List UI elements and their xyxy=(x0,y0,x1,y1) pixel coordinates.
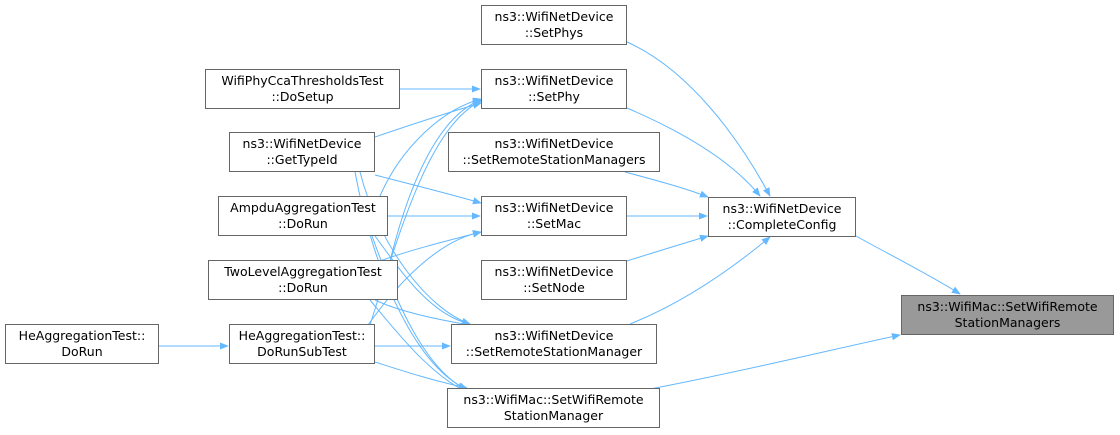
node-label-line1: ns3::WifiNetDevice xyxy=(722,201,842,216)
node-wifinetdevice-setremotestationmanager[interactable]: ns3::WifiNetDevice ::SetRemoteStationMan… xyxy=(451,324,657,364)
edge-twolevel-to-setphy xyxy=(389,99,482,262)
node-wifimac-setwifiremotestationmanagers[interactable]: ns3::WifiMac::SetWifiRemote StationManag… xyxy=(901,295,1114,335)
node-label-line2: ::DoRun xyxy=(278,280,328,295)
node-label-line2: ::SetMac xyxy=(526,216,582,231)
edge-macsetwifiremotestationmanager-to-focus xyxy=(649,333,901,390)
node-wifinetdevice-gettypeid[interactable]: ns3::WifiNetDevice ::GetTypeId xyxy=(229,132,375,172)
node-label-line1: ns3::WifiNetDevice xyxy=(494,9,614,24)
edge-hesubtest-to-setmac xyxy=(367,230,482,326)
node-ampduaggregationtest-dorun[interactable]: AmpduAggregationTest ::DoRun xyxy=(218,196,388,236)
node-label-line2: ::SetRemoteStationManager xyxy=(465,344,643,359)
edge-gettypeid-to-setmac xyxy=(374,174,482,205)
edge-setphy-to-completeconfig xyxy=(626,107,761,197)
node-label-line1: ns3::WifiNetDevice xyxy=(494,264,614,279)
node-label-line1: WifiPhyCcaThresholdsTest xyxy=(221,73,384,88)
edge-setnode-to-completeconfig xyxy=(626,234,709,262)
node-label-line2: ::SetPhy xyxy=(528,89,580,104)
edge-ampdu-to-setphy xyxy=(379,97,482,197)
node-label-line2: ::DoSetup xyxy=(271,89,334,104)
edge-gettypeid-to-setphy xyxy=(374,101,482,138)
node-wifinetdevice-setphy[interactable]: ns3::WifiNetDevice ::SetPhy xyxy=(481,69,627,109)
node-label-line1: ns3::WifiNetDevice xyxy=(494,200,614,215)
node-wifimac-setwifiremotestationmanager[interactable]: ns3::WifiMac::SetWifiRemote StationManag… xyxy=(447,388,660,428)
node-label-line2: ::GetTypeId xyxy=(266,152,338,167)
node-label-line1: ns3::WifiNetDevice xyxy=(494,328,614,343)
node-label-line2: ::CompleteConfig xyxy=(727,217,837,232)
node-label-line1: ns3::WifiNetDevice xyxy=(494,136,614,151)
edge-ampdu-to-setremotestationmanager xyxy=(374,235,471,326)
node-label-line1: ns3::WifiNetDevice xyxy=(242,136,362,151)
edge-hesubtest-to-macsetwifiremotestationmanager xyxy=(374,361,468,390)
edge-setphys-to-completeconfig xyxy=(626,41,771,197)
node-label-line2: ::DoRun xyxy=(278,216,328,231)
edge-setremotestationmanagers-to-completeconfig xyxy=(624,171,709,198)
node-label-line2: DoRun xyxy=(61,344,103,359)
edge-completeconfig-to-focus xyxy=(855,235,961,295)
edge-twolevel-to-setremotestationmanager xyxy=(374,299,471,328)
node-label-line2: ::SetNode xyxy=(523,280,585,295)
node-label-line2: ::SetPhys xyxy=(524,25,584,40)
node-wifinetdevice-completeconfig[interactable]: ns3::WifiNetDevice ::CompleteConfig xyxy=(708,197,856,237)
node-wifinetdevice-setnode[interactable]: ns3::WifiNetDevice ::SetNode xyxy=(481,260,627,300)
node-label-line1: AmpduAggregationTest xyxy=(230,200,376,215)
node-wifinetdevice-setmac[interactable]: ns3::WifiNetDevice ::SetMac xyxy=(481,196,627,236)
node-heaggregationtest-dorun[interactable]: HeAggregationTest:: DoRun xyxy=(5,324,159,364)
node-label-line1: ns3::WifiNetDevice xyxy=(494,73,614,88)
node-wifinetdevice-setremotestationmanagers[interactable]: ns3::WifiNetDevice ::SetRemoteStationMan… xyxy=(448,132,660,172)
edge-setremotestationmanager-to-completeconfig xyxy=(629,236,771,325)
node-wifinetdevice-setphys[interactable]: ns3::WifiNetDevice ::SetPhys xyxy=(481,5,627,45)
node-label-line1: ns3::WifiMac::SetWifiRemote xyxy=(463,392,644,407)
node-label-line2: ::SetRemoteStationManagers xyxy=(462,152,646,167)
node-label-line2: StationManagers xyxy=(954,315,1061,330)
node-heaggregationtest-dorunsubtest[interactable]: HeAggregationTest:: DoRunSubTest xyxy=(229,324,375,364)
node-wifiphyccathresholdstest-dosetup[interactable]: WifiPhyCcaThresholdsTest ::DoSetup xyxy=(205,69,400,109)
node-label-line1: ns3::WifiMac::SetWifiRemote xyxy=(917,299,1098,314)
node-label-line1: HeAggregationTest:: xyxy=(18,328,146,343)
node-twolevelaggregationtest-dorun[interactable]: TwoLevelAggregationTest ::DoRun xyxy=(208,260,398,300)
node-label-line2: StationManager xyxy=(503,408,604,423)
node-label-line2: DoRunSubTest xyxy=(257,344,347,359)
node-label-line1: HeAggregationTest:: xyxy=(238,328,366,343)
node-label-line1: TwoLevelAggregationTest xyxy=(224,264,382,279)
